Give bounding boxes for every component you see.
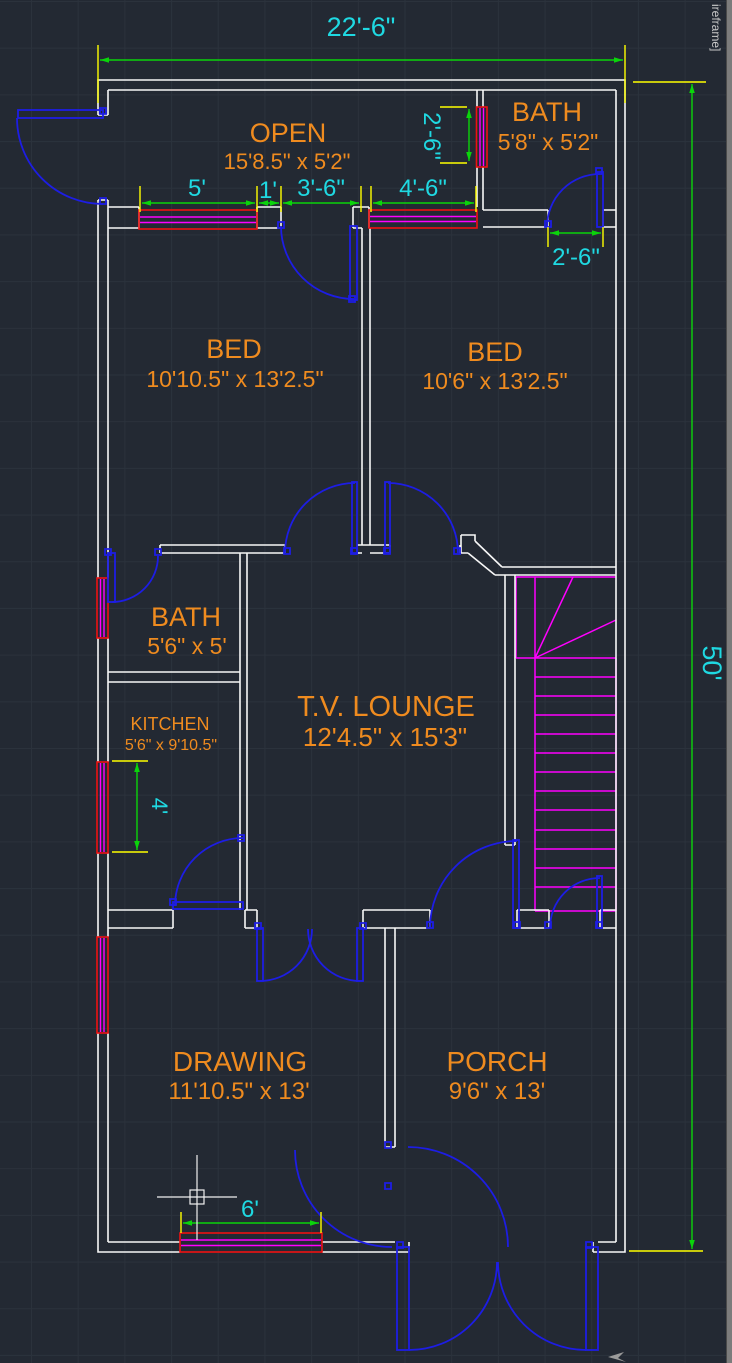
door xyxy=(294,1146,509,1248)
walls[interactable] xyxy=(97,79,626,1253)
stair-treads xyxy=(515,576,617,912)
room-label-bed-right[interactable]: BED xyxy=(467,337,523,367)
dim-open-passage[interactable]: 3'-6" xyxy=(297,175,345,202)
window xyxy=(179,1232,323,1253)
extension-lines xyxy=(97,45,706,1252)
room-size-bed-left[interactable]: 10'10.5" x 13'2.5" xyxy=(146,366,323,392)
dim-kitchen-window[interactable]: 4' xyxy=(147,798,172,814)
room-label-bath-top[interactable]: BATH xyxy=(512,97,582,127)
dim-open-pier[interactable]: 1' xyxy=(259,177,277,204)
dim-overall-width[interactable]: 22'-6" xyxy=(327,12,396,42)
room-label-open[interactable]: OPEN xyxy=(250,118,327,148)
room-size-bath-mid[interactable]: 5'6" x 5' xyxy=(147,633,227,659)
dim-drawing-window[interactable]: 6' xyxy=(241,1196,259,1223)
crosshair-cursor xyxy=(157,1155,237,1240)
window xyxy=(368,209,478,229)
double-door xyxy=(256,927,364,982)
window xyxy=(96,761,109,854)
door xyxy=(280,225,358,301)
dimension-lines xyxy=(100,59,693,1249)
room-size-tv-lounge[interactable]: 12'4.5" x 15'3" xyxy=(303,722,467,752)
room-size-open[interactable]: 15'8.5" x 5'2" xyxy=(224,149,351,174)
room-size-drawing[interactable]: 11'10.5" x 13' xyxy=(168,1078,309,1105)
door xyxy=(107,552,159,603)
room-label-porch[interactable]: PORCH xyxy=(446,1046,547,1077)
dim-bath-door[interactable]: 2'-6" xyxy=(552,244,600,271)
dim-bath-window[interactable]: 2'-6" xyxy=(418,112,445,160)
room-label-bath-mid[interactable]: BATH xyxy=(151,602,221,632)
door xyxy=(172,837,244,910)
room-size-bed-right[interactable]: 10'6" x 13'2.5" xyxy=(422,368,567,394)
room-labels[interactable]: OPEN 15'8.5" x 5'2" BATH 5'8" x 5'2" BED… xyxy=(125,97,598,1105)
room-label-kitchen[interactable]: KITCHEN xyxy=(130,714,209,734)
dim-bed-window[interactable]: 4'-6" xyxy=(399,175,447,202)
mouse-cursor-icon xyxy=(608,1352,626,1362)
room-label-bed-left[interactable]: BED xyxy=(206,334,262,364)
right-scrollbar[interactable] xyxy=(726,0,732,1363)
dim-overall-height[interactable]: 50' xyxy=(697,645,727,680)
stairs[interactable] xyxy=(515,576,617,912)
window xyxy=(475,106,488,168)
door xyxy=(549,875,603,929)
window xyxy=(96,577,109,639)
windows[interactable] xyxy=(96,106,488,1253)
double-door xyxy=(396,1246,599,1351)
door-jamb-grips xyxy=(99,107,603,1249)
door xyxy=(384,481,459,554)
doors[interactable] xyxy=(16,107,604,1351)
door xyxy=(546,171,604,228)
dimension-graphics[interactable]: 22'-6" 5' 1' 3'-6" 4'-6" 2'-6" 2'-6" 4' … xyxy=(97,12,727,1252)
window xyxy=(96,936,109,1034)
room-size-kitchen[interactable]: 5'6" x 9'10.5" xyxy=(125,737,217,754)
room-size-bath-top[interactable]: 5'8" x 5'2" xyxy=(498,129,599,155)
door xyxy=(429,839,520,929)
viewport-control-label: ireframe] xyxy=(709,4,723,51)
window xyxy=(138,209,258,230)
door xyxy=(284,481,358,554)
door xyxy=(16,109,104,205)
dim-open-window[interactable]: 5' xyxy=(188,175,206,202)
room-size-porch[interactable]: 9'6" x 13' xyxy=(449,1078,545,1105)
room-label-drawing[interactable]: DRAWING xyxy=(173,1046,307,1077)
room-label-tv-lounge[interactable]: T.V. LOUNGE xyxy=(297,691,475,723)
